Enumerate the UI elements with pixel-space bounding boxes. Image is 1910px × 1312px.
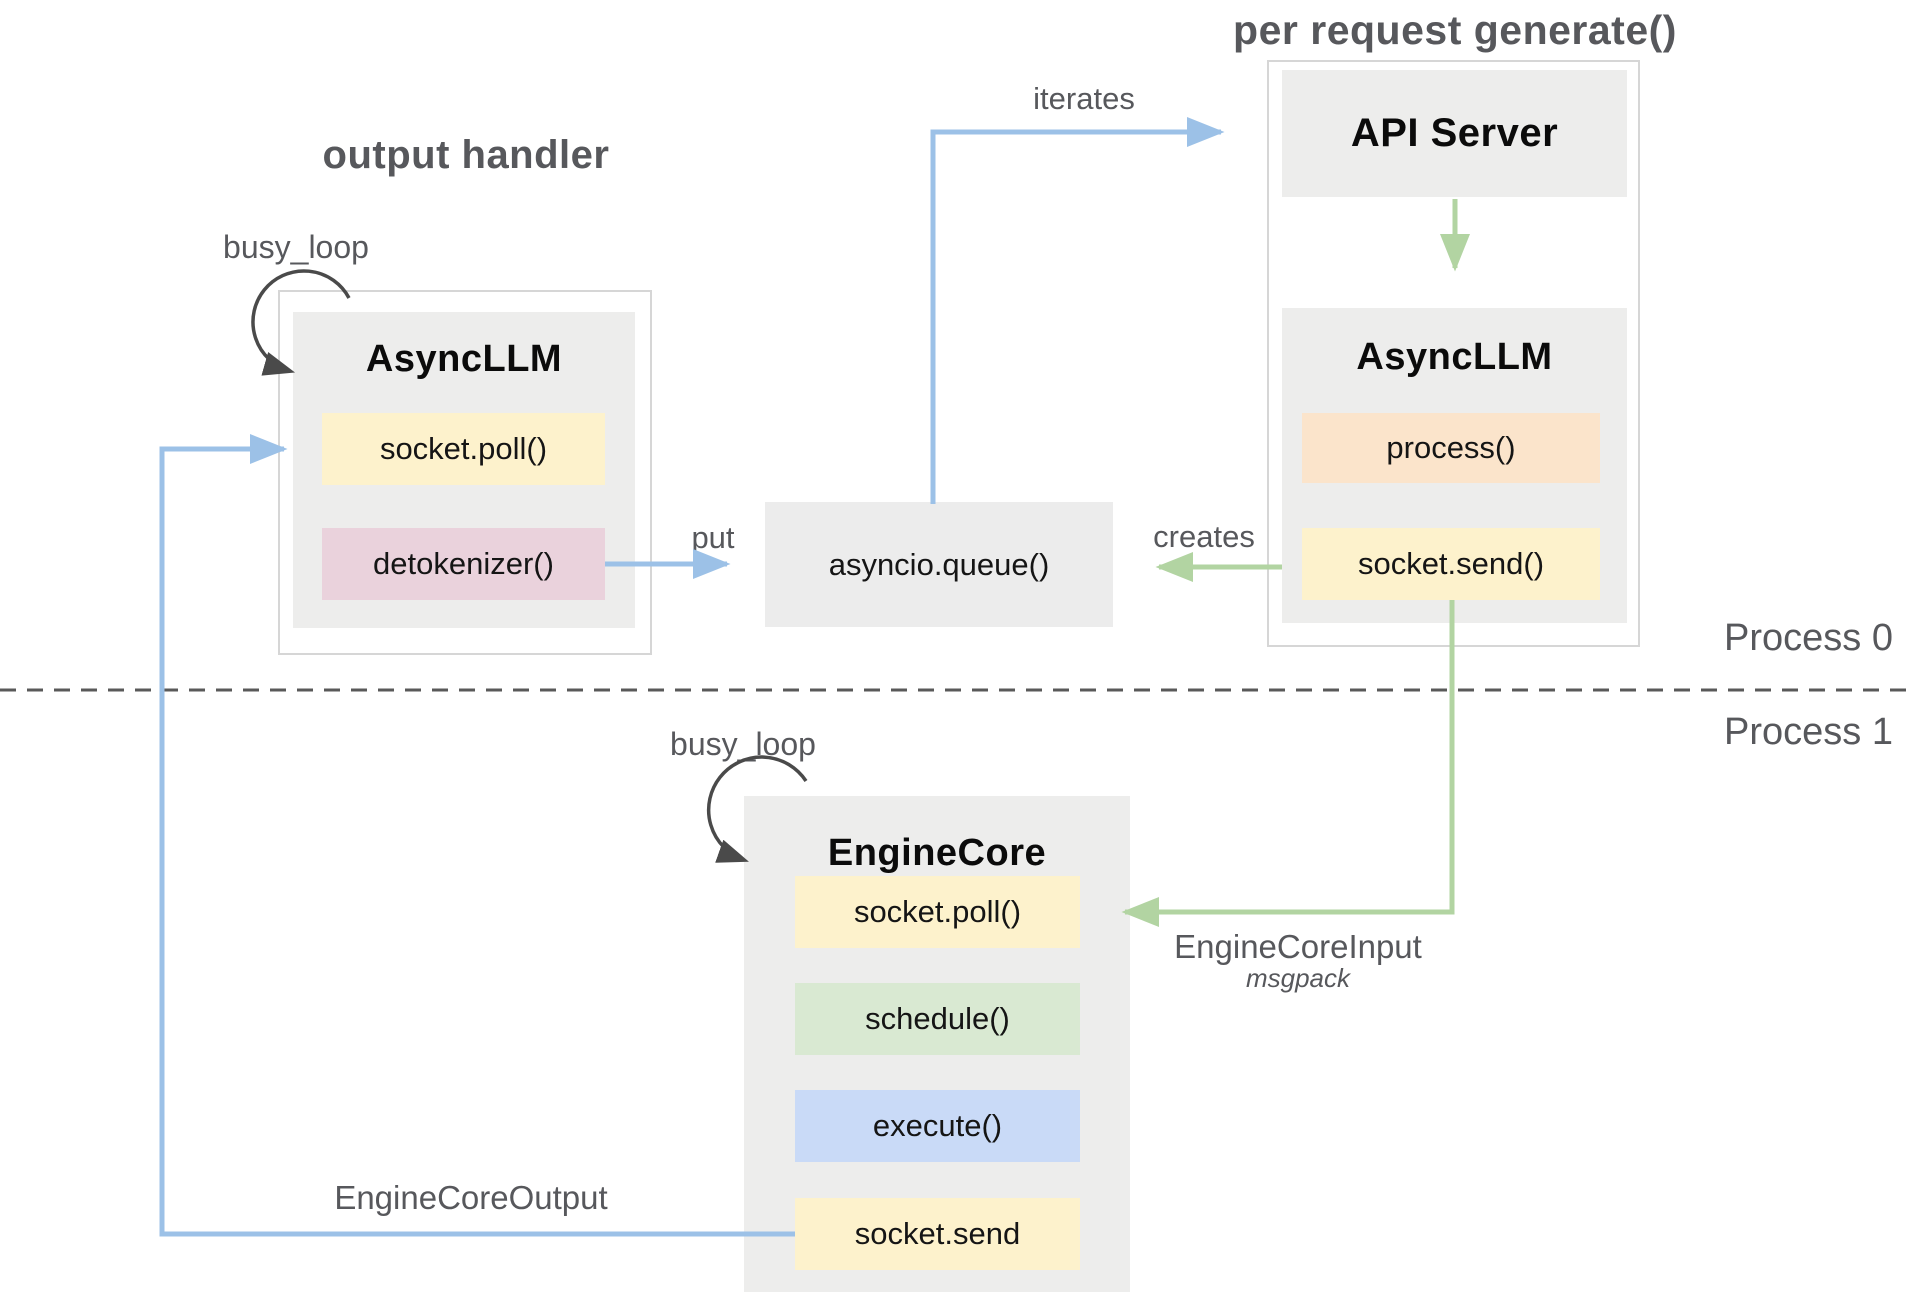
async-llm-right-title: AsyncLLM <box>1356 336 1553 378</box>
engine-core-panel: EngineCore socket.poll() schedule() exec… <box>744 796 1130 1292</box>
async-llm-left-panel: AsyncLLM socket.poll() detokenizer() <box>293 312 635 628</box>
engine-core-output-label: EngineCoreOutput <box>334 1179 608 1216</box>
socket-send-engine-box: socket.send <box>795 1198 1080 1270</box>
process-0-label: Process 0 <box>1724 617 1893 659</box>
busy-loop-label-left: busy_loop <box>223 229 369 265</box>
schedule-box: schedule() <box>795 983 1080 1055</box>
detokenizer-box: detokenizer() <box>322 528 605 600</box>
put-label: put <box>691 520 735 555</box>
socket-poll-left-box: socket.poll() <box>322 413 605 485</box>
engine-core-input-format-label: msgpack <box>1245 963 1351 993</box>
iterates-label: iterates <box>1033 81 1135 116</box>
creates-label: creates <box>1153 519 1255 554</box>
execute-box: execute() <box>795 1090 1080 1162</box>
iterates-arrow <box>930 117 1225 504</box>
socket-send-right-box: socket.send() <box>1302 528 1600 600</box>
engine-core-input-label: EngineCoreInput <box>1174 928 1422 965</box>
engine-core-title: EngineCore <box>827 832 1047 874</box>
api-server-box: API Server <box>1282 70 1627 197</box>
socket-poll-engine-box: socket.poll() <box>795 876 1080 948</box>
process-1-label: Process 1 <box>1724 711 1893 753</box>
output-handler-title: output handler <box>322 133 610 177</box>
asyncio-queue-box: asyncio.queue() <box>765 502 1113 627</box>
async-llm-right-panel: AsyncLLM process() socket.send() <box>1282 308 1627 623</box>
busy-loop-label-bottom: busy_loop <box>670 726 816 762</box>
async-llm-left-title: AsyncLLM <box>365 338 563 380</box>
process-box: process() <box>1302 413 1600 483</box>
per-request-generate-title: per request generate() <box>1233 7 1677 53</box>
